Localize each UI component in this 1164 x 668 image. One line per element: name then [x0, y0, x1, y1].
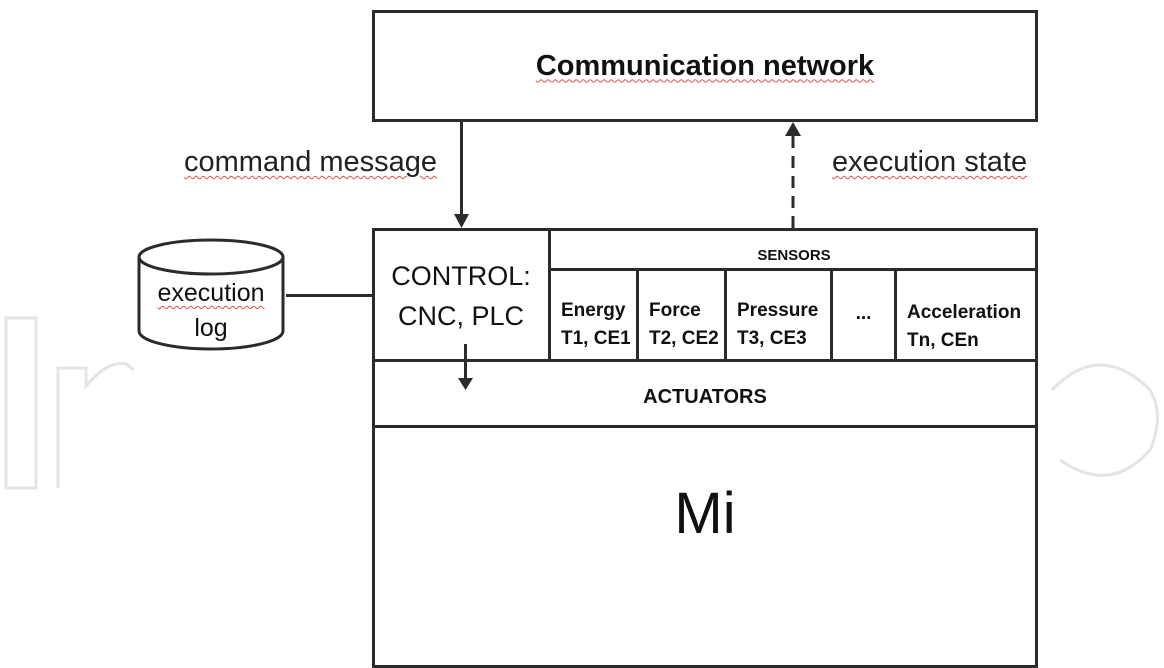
- control-divider: [548, 230, 551, 362]
- execution-state-arrow: [785, 122, 801, 228]
- sensor-divider: [636, 270, 639, 360]
- command-message-label: command message: [184, 146, 438, 178]
- communication-network-box: Communication network: [372, 10, 1038, 122]
- execution-log-database: [137, 238, 285, 351]
- execution-log-label: execution log: [157, 279, 265, 342]
- sensor-divider: [830, 270, 833, 360]
- command-arrow-head: [454, 214, 469, 228]
- sensor-ellipsis: ...: [855, 303, 872, 324]
- sensors-title: SENSORS: [757, 247, 831, 264]
- log-connector: [286, 294, 374, 297]
- control-arrow-line: [464, 344, 467, 380]
- sensor-divider: [724, 270, 727, 360]
- sensors-title-divider: [550, 268, 1038, 271]
- control-label: CONTROL: CNC, PLC: [391, 261, 531, 331]
- execution-state-label: execution state: [832, 146, 1028, 178]
- actuators-top-divider: [372, 359, 1038, 362]
- control-arrow-head: [458, 378, 473, 390]
- actuators-bottom-divider: [372, 425, 1038, 428]
- communication-network-label: Communication network: [535, 49, 875, 82]
- command-arrow-line: [460, 122, 463, 218]
- machine-label: Mi: [674, 481, 736, 546]
- actuators-label: ACTUATORS: [643, 386, 767, 408]
- sensor-divider: [894, 270, 897, 360]
